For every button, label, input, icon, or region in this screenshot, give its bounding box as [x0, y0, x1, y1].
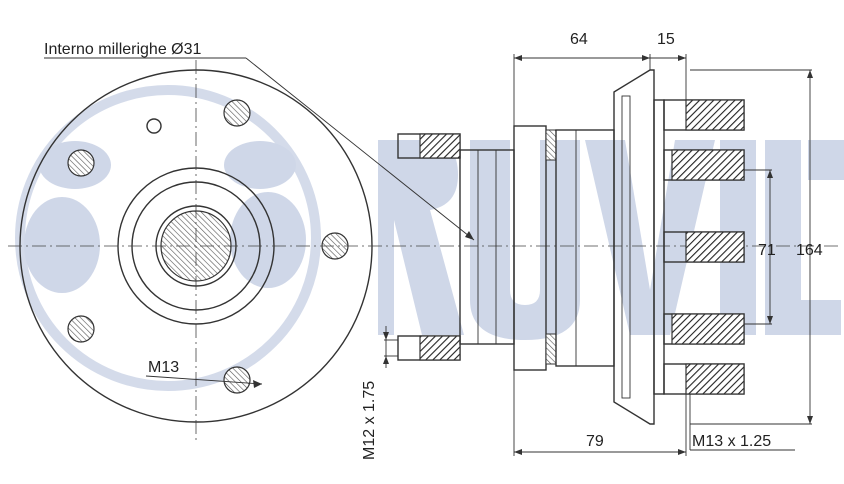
- bolt-hole-5: [223, 366, 251, 394]
- dim-79-label: 79: [586, 433, 604, 450]
- m13-label: M13: [148, 359, 179, 376]
- m12-label: M12 x 1.75: [361, 381, 378, 460]
- front-view: [8, 60, 838, 440]
- bearing-housing: [513, 125, 547, 371]
- bolt-hole-2: [67, 149, 95, 177]
- pilot-hole: [146, 118, 162, 134]
- m13-arrow-icon: [253, 380, 262, 388]
- m13-leader: [145, 375, 263, 385]
- m13x125-label: M13 x 1.25: [692, 433, 771, 450]
- spline-arrow-icon: [465, 231, 474, 240]
- spline-label: Interno millerighe Ø31: [44, 41, 202, 58]
- dim-71-label: 71: [758, 242, 776, 259]
- dim-164-label: 164: [796, 242, 823, 259]
- dim-64-label: 64: [570, 31, 588, 48]
- dimensions: [383, 54, 813, 456]
- side-view: [397, 69, 745, 425]
- dim-15-label: 15: [657, 31, 675, 48]
- spline-leader: [245, 57, 475, 241]
- outer-studs: [663, 99, 745, 395]
- bolt-holes: [67, 99, 349, 394]
- bolt-hole-1: [223, 99, 251, 127]
- bolt-hole-4: [67, 315, 95, 343]
